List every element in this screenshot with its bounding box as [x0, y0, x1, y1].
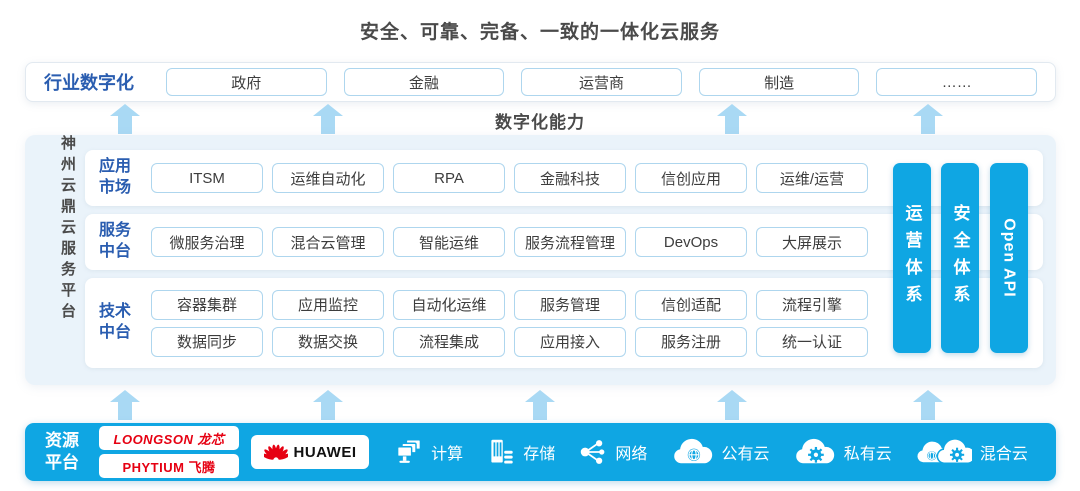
network-icon	[581, 440, 605, 464]
up-arrow-icon	[110, 104, 140, 134]
row-label-app-market: 应用市场	[99, 158, 132, 196]
item-fintech: 金融科技	[514, 163, 626, 193]
row-service-items: 微服务治理 混合云管理 智能运维 服务流程管理 DevOps 大屏展示	[151, 227, 868, 257]
row-tech-platform: 技术中台 容器集群 应用监控 自动化运维 服务管理 信创适配 流程引擎 数据同步…	[85, 278, 1043, 368]
item-devops: DevOps	[635, 227, 747, 257]
item-process-integration: 流程集成	[393, 326, 505, 357]
platform-rows: 应用市场 ITSM 运维自动化 RPA 金融科技 信创应用 运维/运营 服务中台…	[85, 150, 1043, 368]
item-data-exchange: 数据交换	[272, 326, 384, 357]
public-cloud-icon	[673, 438, 712, 464]
private-cloud-icon	[795, 438, 834, 464]
storage-icon	[491, 439, 514, 465]
industry-item-government: 政府	[166, 68, 327, 96]
industry-item-more: ……	[876, 68, 1037, 96]
up-arrow-icon	[717, 104, 747, 134]
row-app-market: 应用市场 ITSM 运维自动化 RPA 金融科技 信创应用 运维/运营	[85, 150, 1043, 206]
industry-items: 政府 金融 运营商 制造 ……	[166, 68, 1037, 96]
item-xinchuang-adaptation: 信创适配	[635, 289, 747, 320]
row-label-service-platform: 服务中台	[99, 222, 132, 260]
pillar-security-system: 安全体系	[941, 163, 979, 353]
item-dashboard-display: 大屏展示	[756, 227, 868, 257]
pillar-operations-system: 运营体系	[893, 163, 931, 353]
pillar-open-api: Open API	[990, 163, 1028, 353]
resource-item-label: 计算	[431, 446, 464, 463]
page-title: 安全、可靠、完备、一致的一体化云服务	[359, 22, 720, 43]
resource-item-compute: 计算	[395, 438, 463, 466]
platform-side-label: 神州云鼎云服务平台	[59, 135, 76, 324]
pillar-open-api-label: Open API	[1001, 218, 1019, 298]
item-service-registration: 服务注册	[635, 326, 747, 357]
chip-vendors: LOONGSON 龙芯 PHYTIUM 飞腾	[99, 426, 239, 478]
item-data-sync: 数据同步	[151, 326, 263, 357]
compute-icon	[396, 439, 422, 463]
item-container-cluster: 容器集群	[151, 289, 263, 320]
resource-items: 计算 存储	[383, 438, 1040, 466]
up-arrow-icon	[525, 390, 555, 420]
item-service-process-mgmt: 服务流程管理	[514, 227, 626, 257]
item-microservice-governance: 微服务治理	[151, 227, 263, 257]
industry-row: 行业数字化 政府 金融 运营商 制造 ……	[25, 62, 1056, 102]
item-automated-ops: 自动化运维	[393, 289, 505, 320]
huawei-logo-text: HUAWEI	[293, 443, 357, 461]
industry-item-finance: 金融	[343, 68, 505, 96]
resource-item-label: 公有云	[721, 446, 770, 463]
row-tech-items-line2: 数据同步 数据交换 流程集成 应用接入 服务注册 统一认证	[151, 326, 868, 357]
phytium-logo: PHYTIUM 飞腾	[99, 454, 239, 478]
resource-item-label: 存储	[523, 446, 556, 463]
cloud-platform-panel: 神州云鼎云服务平台 应用市场 ITSM 运维自动化 RPA 金融科技 信创应用 …	[25, 135, 1056, 385]
item-app-monitoring: 应用监控	[272, 289, 384, 320]
row-tech-items-line1: 容器集群 应用监控 自动化运维 服务管理 信创适配 流程引擎	[151, 289, 868, 320]
item-hybrid-cloud-mgmt: 混合云管理	[272, 227, 384, 257]
item-ops-automation: 运维自动化	[272, 163, 384, 193]
item-ops-operation: 运维/运营	[756, 163, 868, 193]
resource-item-storage: 存储	[487, 438, 555, 466]
industry-row-label: 行业数字化	[44, 73, 134, 93]
item-service-mgmt: 服务管理	[514, 289, 626, 320]
huawei-logo: HUAWEI	[251, 435, 369, 469]
up-arrow-icon	[313, 104, 343, 134]
resource-item-label: 私有云	[843, 446, 892, 463]
up-arrow-icon	[110, 390, 140, 420]
up-arrow-icon	[313, 390, 343, 420]
resource-platform-label: 资源平台	[45, 430, 79, 472]
loongson-logo: LOONGSON 龙芯	[99, 426, 239, 450]
item-itsm: ITSM	[151, 163, 263, 193]
resource-item-public-cloud: 公有云	[672, 438, 770, 466]
resource-item-label: 网络	[615, 446, 648, 463]
up-arrow-icon	[913, 390, 943, 420]
industry-item-manufacturing: 制造	[698, 68, 860, 96]
resource-item-label: 混合云	[979, 446, 1028, 463]
resource-item-private-cloud: 私有云	[794, 438, 892, 466]
digital-capability-label: 数字化能力	[495, 113, 585, 132]
item-unified-auth: 统一认证	[756, 326, 868, 357]
up-arrow-icon	[717, 390, 747, 420]
resource-item-network: 网络	[579, 438, 647, 466]
row-app-market-items: ITSM 运维自动化 RPA 金融科技 信创应用 运维/运营	[151, 163, 868, 193]
hybrid-cloud-icon	[917, 438, 972, 464]
row-tech-items: 容器集群 应用监控 自动化运维 服务管理 信创适配 流程引擎 数据同步 数据交换…	[139, 289, 1043, 357]
item-process-engine: 流程引擎	[756, 289, 868, 320]
item-app-access: 应用接入	[514, 326, 626, 357]
item-xinchuang-app: 信创应用	[635, 163, 747, 193]
item-rpa: RPA	[393, 163, 505, 193]
huawei-flower-icon	[263, 444, 288, 460]
item-intelligent-ops: 智能运维	[393, 227, 505, 257]
industry-item-operator: 运营商	[521, 68, 682, 96]
row-service-platform: 服务中台 微服务治理 混合云管理 智能运维 服务流程管理 DevOps 大屏展示	[85, 214, 1043, 270]
up-arrow-icon	[913, 104, 943, 134]
row-label-tech-platform: 技术中台	[99, 303, 132, 341]
resource-platform-bar: 资源平台 LOONGSON 龙芯 PHYTIUM 飞腾 HUAWEI	[25, 423, 1056, 481]
resource-item-hybrid-cloud: 混合云	[916, 438, 1028, 466]
